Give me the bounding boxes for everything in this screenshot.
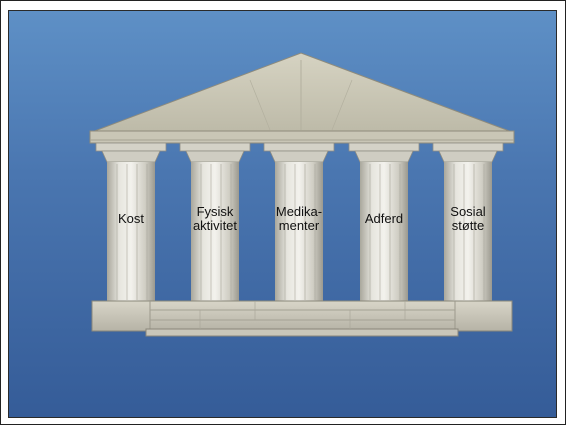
temple-base [91,300,513,337]
column-2 [179,142,251,302]
pillar-label-adferd: Adferd [364,211,404,226]
pillar-label-fysisk-aktivitet: Fysisk aktivitet [192,204,238,233]
pillar-label-kost: Kost [117,211,144,226]
column-3 [263,142,335,302]
column-5 [432,142,504,302]
column-4 [348,142,420,302]
columns [95,142,504,302]
pediment [89,52,515,144]
pillar-label-medikamenter: Medika- menter [275,204,323,233]
column-1 [95,142,167,302]
pillar-label-sosial-stotte: Sosial støtte [450,204,486,233]
